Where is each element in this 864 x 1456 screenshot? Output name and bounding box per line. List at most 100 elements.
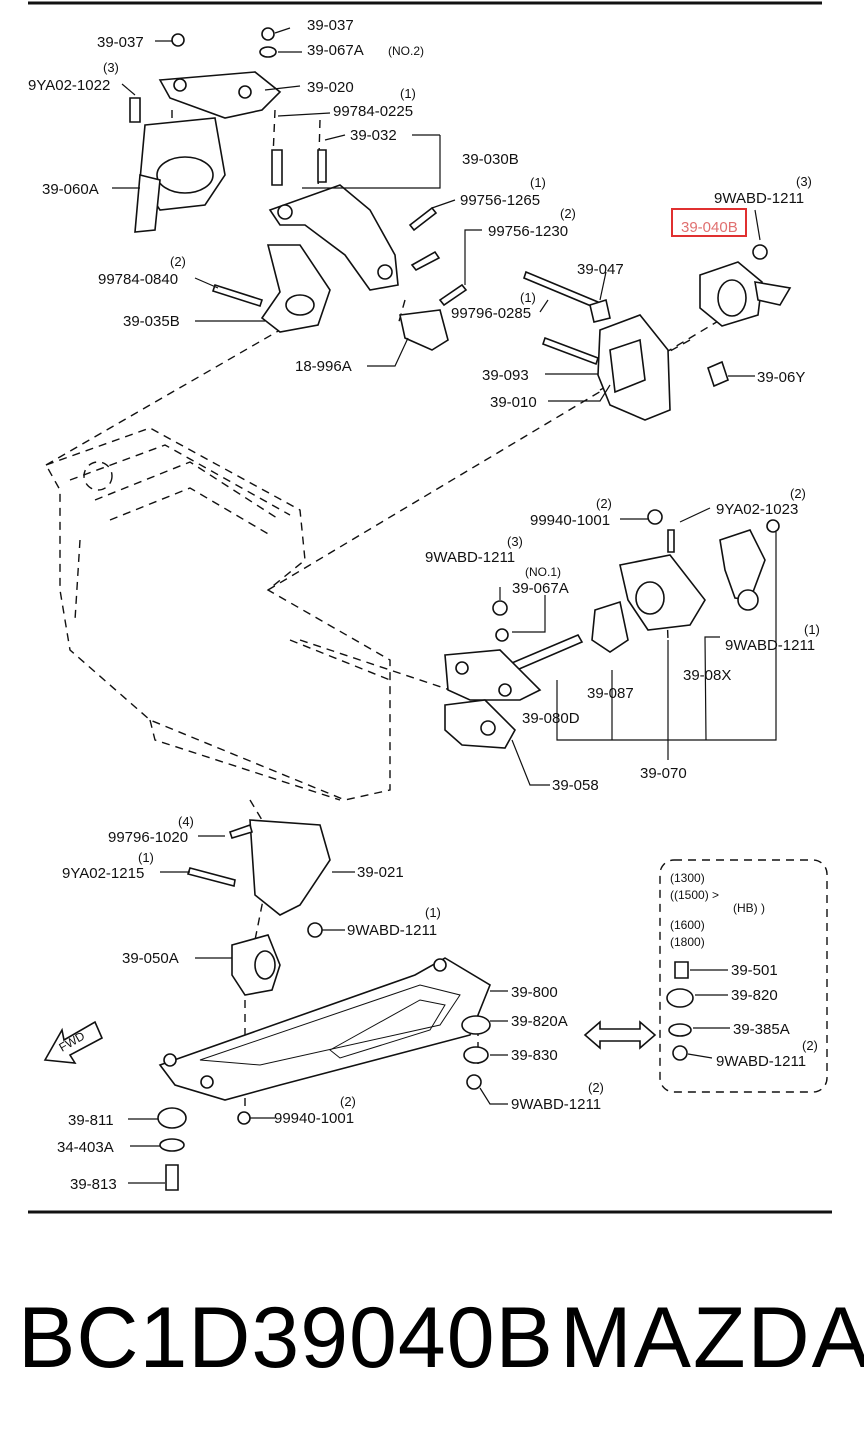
bracket-39-080d — [444, 600, 542, 701]
part-qty: (1) — [520, 290, 536, 305]
parts-diagram: FWD — [28, 1, 832, 1214]
double-arrow-icon — [583, 1020, 657, 1050]
part-label: 39-030B — [462, 151, 519, 168]
brand-name: MAZDA — [560, 1290, 864, 1386]
part-label: 39-811 — [68, 1112, 114, 1129]
part-qty: (2) — [560, 206, 576, 221]
part-label: 39-800 — [511, 984, 558, 1001]
part-label: 99756-1230 — [488, 223, 568, 240]
part-label: 9WABD-1211 — [425, 549, 515, 566]
mount-39-070 — [619, 509, 706, 631]
part-label: 34-403A — [57, 1139, 114, 1156]
part-label: 39-06Y — [757, 369, 805, 386]
part-label: 39-820A — [511, 1013, 568, 1030]
part-qty: (1) — [138, 850, 154, 865]
part-qty: (3) — [796, 174, 812, 189]
part-qty: (2) — [596, 496, 612, 511]
part-labels: 39-037 39-067A (NO.2) 39-037 9YA02-1022 … — [28, 17, 820, 1193]
part-note: (NO.2) — [388, 44, 424, 58]
part-label: 99796-1020 — [108, 829, 188, 846]
part-label: 39-501 — [731, 962, 778, 979]
part-label: 99940-1001 — [274, 1110, 354, 1127]
part-label: 9WABD-1211 — [714, 190, 804, 207]
inset-note: (1300) ((1500) > (HB) ) (1600) (1800) — [670, 871, 765, 949]
inset-note-line: (HB) ) — [733, 901, 765, 915]
engine-outline — [44, 427, 391, 801]
part-qty: (3) — [507, 534, 523, 549]
part-qty: (2) — [340, 1094, 356, 1109]
bracket-39-030b — [268, 149, 399, 291]
engine-mount-39-040b — [699, 244, 792, 388]
part-label: 39-037 — [97, 34, 144, 51]
part-qty: (2) — [802, 1038, 818, 1053]
part-qty: (1) — [425, 905, 441, 920]
part-label: 39-385A — [733, 1021, 790, 1038]
part-label: 39-021 — [357, 864, 404, 881]
part-label: 9WABD-1211 — [511, 1096, 601, 1113]
part-label: 9WABD-1211 — [725, 637, 815, 654]
part-qty: (2) — [170, 254, 186, 269]
bracket-39-035b — [211, 244, 331, 333]
part-label: 39-032 — [350, 127, 397, 144]
part-label: 39-020 — [307, 79, 354, 96]
part-label: 39-037 — [307, 17, 354, 34]
highlighted-part-label: 39-040B — [681, 219, 738, 236]
bracket-39-058 — [444, 699, 516, 749]
part-label: 39-08X — [683, 667, 731, 684]
clip-18-996a — [399, 309, 449, 351]
part-note: (NO.1) — [525, 565, 561, 579]
bracket-39-08x — [719, 519, 780, 611]
part-label: 9YA02-1022 — [28, 77, 110, 94]
part-label: 99796-0285 — [451, 305, 531, 322]
part-label: 39-067A — [307, 42, 364, 59]
leader-lines — [112, 27, 777, 1184]
inset-note-line: (1300) — [670, 871, 705, 885]
bracket-39-021 — [186, 819, 331, 938]
part-label: 18-996A — [295, 358, 352, 375]
part-label: 9WABD-1211 — [347, 922, 437, 939]
part-number: BC1D39040B — [18, 1290, 554, 1386]
part-label: 9YA02-1023 — [716, 501, 798, 518]
part-label: 99784-0840 — [98, 271, 178, 288]
part-label: 9YA02-1215 — [62, 865, 144, 882]
part-label: 99784-0225 — [333, 103, 413, 120]
footer: BC1D39040B MAZDA — [0, 1295, 864, 1405]
part-label: 99756-1265 — [460, 192, 540, 209]
inset-box — [659, 859, 828, 1093]
part-label: 9WABD-1211 — [716, 1053, 806, 1070]
part-qty: (2) — [790, 486, 806, 501]
part-qty: (1) — [530, 175, 546, 190]
part-label: 39-820 — [731, 987, 778, 1004]
bracket-39-010 — [523, 270, 671, 421]
highlight-box — [671, 208, 747, 237]
part-label: 39-035B — [123, 313, 180, 330]
part-label: 39-070 — [640, 765, 687, 782]
part-label: 99940-1001 — [530, 512, 610, 529]
part-label: 39-830 — [511, 1047, 558, 1064]
part-qty: (3) — [103, 60, 119, 75]
mount-39-050a — [231, 934, 281, 996]
fwd-arrow-icon: FWD — [43, 1020, 104, 1064]
engine-mount-39-060a — [129, 27, 282, 233]
part-label: 39-050A — [122, 950, 179, 967]
part-qty: (2) — [588, 1080, 604, 1095]
part-label: 39-010 — [490, 394, 537, 411]
part-label: 39-087 — [587, 685, 634, 702]
part-qty: (1) — [400, 86, 416, 101]
part-label: 39-067A — [512, 580, 569, 597]
inset-note-line: (1600) — [670, 918, 705, 932]
bolts-upper-middle — [408, 206, 468, 307]
part-label: 39-813 — [70, 1176, 117, 1193]
inset-note-line: ((1500) > — [670, 888, 719, 902]
part-label: 39-047 — [577, 261, 624, 278]
part-label: 39-093 — [482, 367, 529, 384]
inset-note-line: (1800) — [670, 935, 705, 949]
mount-39-087 — [498, 600, 629, 676]
part-label: 39-058 — [552, 777, 599, 794]
part-qty: (1) — [804, 622, 820, 637]
part-label: 39-080D — [522, 710, 580, 727]
part-label: 39-060A — [42, 181, 99, 198]
bushing-stack-39-811 — [157, 1107, 251, 1191]
crossmember-39-800 — [158, 957, 491, 1101]
